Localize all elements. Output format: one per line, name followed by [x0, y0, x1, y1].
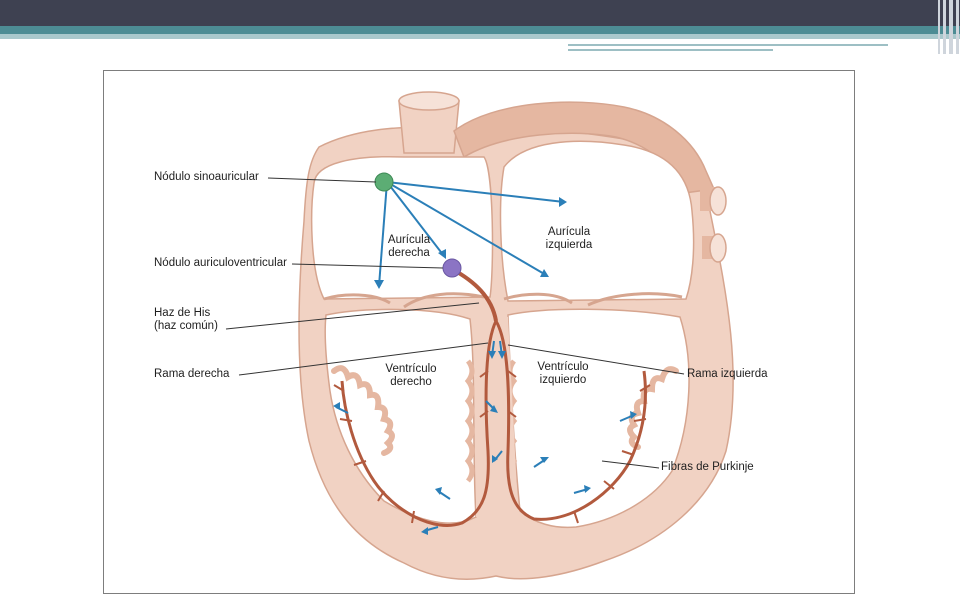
arrowhead	[333, 402, 340, 410]
leader-line-sa-node	[267, 177, 377, 183]
label-his-line1: Haz de His	[154, 307, 211, 319]
arrowhead	[540, 457, 549, 463]
label-left-ventricle: Ventrículo izquierdo	[526, 361, 600, 387]
arrowhead	[421, 527, 428, 535]
leader-line-av-node	[291, 263, 444, 269]
tricuspid-valve	[323, 292, 485, 309]
left-bundle-branch	[494, 320, 647, 521]
arrowhead	[490, 405, 498, 413]
leader-line-right-branch	[238, 342, 489, 376]
label-his-bundle: Haz de His (haz común)	[154, 307, 218, 333]
label-his-line2: (haz común)	[154, 320, 218, 332]
label-left-ventricle-line2: izquierdo	[539, 374, 587, 386]
label-right-branch: Rama derecha	[154, 368, 230, 380]
right-bundle-branch	[340, 320, 498, 527]
arrowhead	[584, 485, 591, 493]
label-sa-node: Nódulo sinoauricular	[154, 171, 259, 183]
label-left-ventricle-line1: Ventrículo	[537, 361, 589, 373]
arrowhead	[488, 351, 496, 359]
label-right-ventricle-line2: derecho	[390, 376, 432, 388]
right-ventricle-trabeculae	[331, 365, 395, 456]
leader-line-left-branch	[507, 344, 685, 375]
purkinje-fibers	[333, 370, 651, 524]
left-atrium-chamber	[499, 140, 695, 302]
arrowhead	[374, 280, 384, 289]
arrowhead	[435, 487, 442, 495]
label-left-atrium-line2: izquierda	[545, 239, 593, 251]
arrowhead	[559, 197, 567, 207]
decorative-line	[568, 49, 773, 51]
aortic-arch	[453, 101, 716, 194]
aorta-opening	[398, 91, 460, 111]
sa-node	[374, 172, 394, 192]
label-right-ventricle-line1: Ventrículo	[385, 363, 437, 375]
arrowhead	[438, 249, 446, 259]
impulse-arrow	[386, 181, 547, 276]
pulmonary-vein-opening	[709, 233, 727, 263]
label-left-atrium-line1: Aurícula	[547, 226, 591, 238]
label-left-atrium: Aurícula izquierda	[536, 226, 602, 252]
left-ventricle-chamber	[507, 308, 690, 529]
label-right-atrium-line1: Aurícula	[387, 234, 431, 246]
label-left-branch: Rama izquierda	[687, 368, 768, 380]
slide-accent-stripe	[0, 26, 960, 34]
impulse-arrow	[386, 181, 445, 257]
av-node	[442, 258, 462, 278]
heart-illustration	[225, 91, 734, 581]
leader-lines	[225, 177, 685, 469]
leader-line-purkinje	[601, 460, 660, 469]
label-av-node: Nódulo auriculoventricular	[154, 257, 287, 269]
label-right-ventricle: Ventrículo derecho	[374, 363, 448, 389]
arrowhead	[498, 351, 506, 359]
label-purkinje: Fibras de Purkinje	[661, 461, 754, 473]
decorative-line	[568, 44, 888, 46]
heart-conduction-figure: Nódulo sinoauricular Nódulo auriculovent…	[103, 70, 855, 594]
left-ventricle-trabeculae	[627, 366, 679, 450]
impulse-arrow	[386, 181, 565, 203]
impulse-arrowheads	[333, 197, 637, 535]
label-right-atrium: Aurícula derecha	[376, 234, 442, 260]
arrowhead	[492, 455, 498, 463]
arrowhead	[630, 411, 637, 419]
label-right-atrium-line2: derecha	[388, 247, 430, 259]
slide-header-bar	[0, 0, 960, 26]
arrowhead	[540, 269, 549, 277]
slide-accent-stripe-light	[0, 34, 960, 39]
impulse-arrow	[378, 181, 388, 287]
mitral-valve	[503, 292, 683, 307]
pulmonary-vein-opening	[709, 186, 727, 216]
slide-edge-decoration	[934, 0, 960, 54]
leader-line-his	[225, 302, 480, 330]
